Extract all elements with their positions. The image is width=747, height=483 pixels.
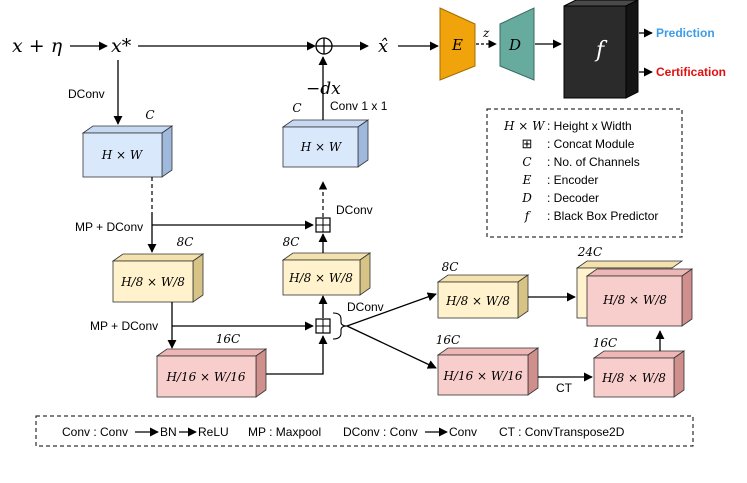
dec-mid-channels: 8C bbox=[283, 235, 300, 249]
legend-desc: : Black Box Predictor bbox=[547, 209, 658, 223]
x-hat-label: x̂ bbox=[378, 36, 388, 57]
legend-list: H × W : Height x Width ⊞ : Concat Module… bbox=[503, 119, 658, 223]
enc-bot-channels: 16C bbox=[216, 332, 240, 346]
legend-desc: : Decoder bbox=[547, 191, 599, 205]
br-cat-size: H/8 × W/8 bbox=[602, 293, 667, 307]
legend-symbol: H × W bbox=[503, 119, 546, 133]
legend-desc: : Concat Module bbox=[547, 137, 635, 151]
legend-desc: : Encoder bbox=[547, 173, 598, 187]
legend-symbol: f bbox=[524, 209, 532, 223]
edge-brace-to-br-bot bbox=[346, 325, 437, 369]
mp-dconv-2-label: MP + DConv bbox=[90, 319, 158, 333]
footer-dconv-conv: Conv bbox=[449, 425, 477, 439]
dconv-mid-label: DConv bbox=[347, 300, 384, 314]
legend-symbol: D bbox=[521, 191, 532, 205]
br-top-channels: 8C bbox=[442, 260, 459, 274]
x-star-label: x* bbox=[111, 35, 132, 57]
footer-conv-bn: BN bbox=[160, 425, 177, 439]
decoder-block bbox=[499, 7, 535, 81]
legend-desc: : Height x Width bbox=[547, 119, 632, 133]
decoder-block-top bbox=[281, 119, 370, 168]
legend-symbol: E bbox=[522, 173, 532, 187]
br-top-size: H/8 × W/8 bbox=[445, 294, 510, 308]
br-up-size: H/8 × W/8 bbox=[601, 371, 666, 385]
input-label: x + η bbox=[12, 35, 63, 57]
enc-top-channels: C bbox=[145, 108, 154, 122]
decoder-label: D bbox=[508, 36, 521, 54]
decoder-block-mid bbox=[281, 252, 372, 296]
legend-symbol: ⊞ bbox=[522, 136, 533, 151]
sum-node bbox=[315, 37, 333, 55]
legend-desc: : No. of Channels bbox=[547, 155, 640, 169]
enc-mid-size: H/8 × W/8 bbox=[120, 275, 185, 289]
enc-bot-size: H/16 × W/16 bbox=[165, 370, 245, 384]
branch-block-concat bbox=[575, 260, 694, 327]
dec-top-channels: C bbox=[292, 101, 301, 115]
br-up-channels: 16C bbox=[593, 336, 617, 350]
dec-top-size: H × W bbox=[300, 140, 343, 154]
enc-top-size: H × W bbox=[101, 148, 144, 162]
ct-label: CT bbox=[556, 381, 573, 395]
dconv-left-label: DConv bbox=[68, 87, 105, 101]
footer-ct: CT : ConvTranspose2D bbox=[499, 425, 625, 439]
footer-conv-prefix: Conv : Conv bbox=[62, 425, 128, 439]
legend-symbol: C bbox=[522, 155, 531, 169]
dconv-top-label: DConv bbox=[336, 203, 373, 217]
footer-definitions: Conv : Conv BN ReLU MP : Maxpool DConv :… bbox=[62, 425, 625, 439]
footer-conv-relu: ReLU bbox=[198, 425, 229, 439]
footer-mp: MP : Maxpool bbox=[248, 425, 321, 439]
branch-block-upsampled bbox=[592, 350, 686, 398]
edge-enc-bot-to-concat-mid bbox=[266, 335, 328, 375]
branch-brace bbox=[332, 312, 348, 340]
encoder-label: E bbox=[451, 36, 463, 54]
enc-mid-channels: 8C bbox=[177, 235, 194, 249]
branch-block-top bbox=[436, 274, 530, 319]
encoder-block bbox=[439, 7, 476, 81]
encoder-block-mid bbox=[111, 253, 205, 303]
prediction-output: Prediction bbox=[656, 26, 715, 40]
br-cat-channels: 24C bbox=[577, 245, 602, 259]
footer-dconv-prefix: DConv : Conv bbox=[343, 425, 418, 439]
concat-module-top bbox=[315, 217, 331, 233]
latent-z-label: z bbox=[482, 26, 490, 40]
concat-module-mid bbox=[315, 318, 331, 334]
edge-brace-to-br-top bbox=[346, 292, 437, 327]
certification-output: Certification bbox=[656, 65, 726, 79]
predictor-cube bbox=[563, 0, 639, 99]
encoder-block-bottom bbox=[155, 348, 268, 398]
footer-box bbox=[35, 415, 694, 447]
encoder-block-top bbox=[81, 125, 174, 178]
mp-dconv-1-label: MP + DConv bbox=[75, 220, 143, 234]
br-bot-size: H/16 × W/16 bbox=[442, 369, 522, 383]
neg-dx-label: −dx bbox=[306, 79, 341, 99]
br-bot-channels: 16C bbox=[436, 333, 460, 347]
branch-block-bottom bbox=[436, 347, 540, 396]
legend-box bbox=[486, 108, 683, 238]
dec-mid-size: H/8 × W/8 bbox=[288, 271, 353, 285]
conv1x1-label: Conv 1 x 1 bbox=[330, 99, 388, 113]
